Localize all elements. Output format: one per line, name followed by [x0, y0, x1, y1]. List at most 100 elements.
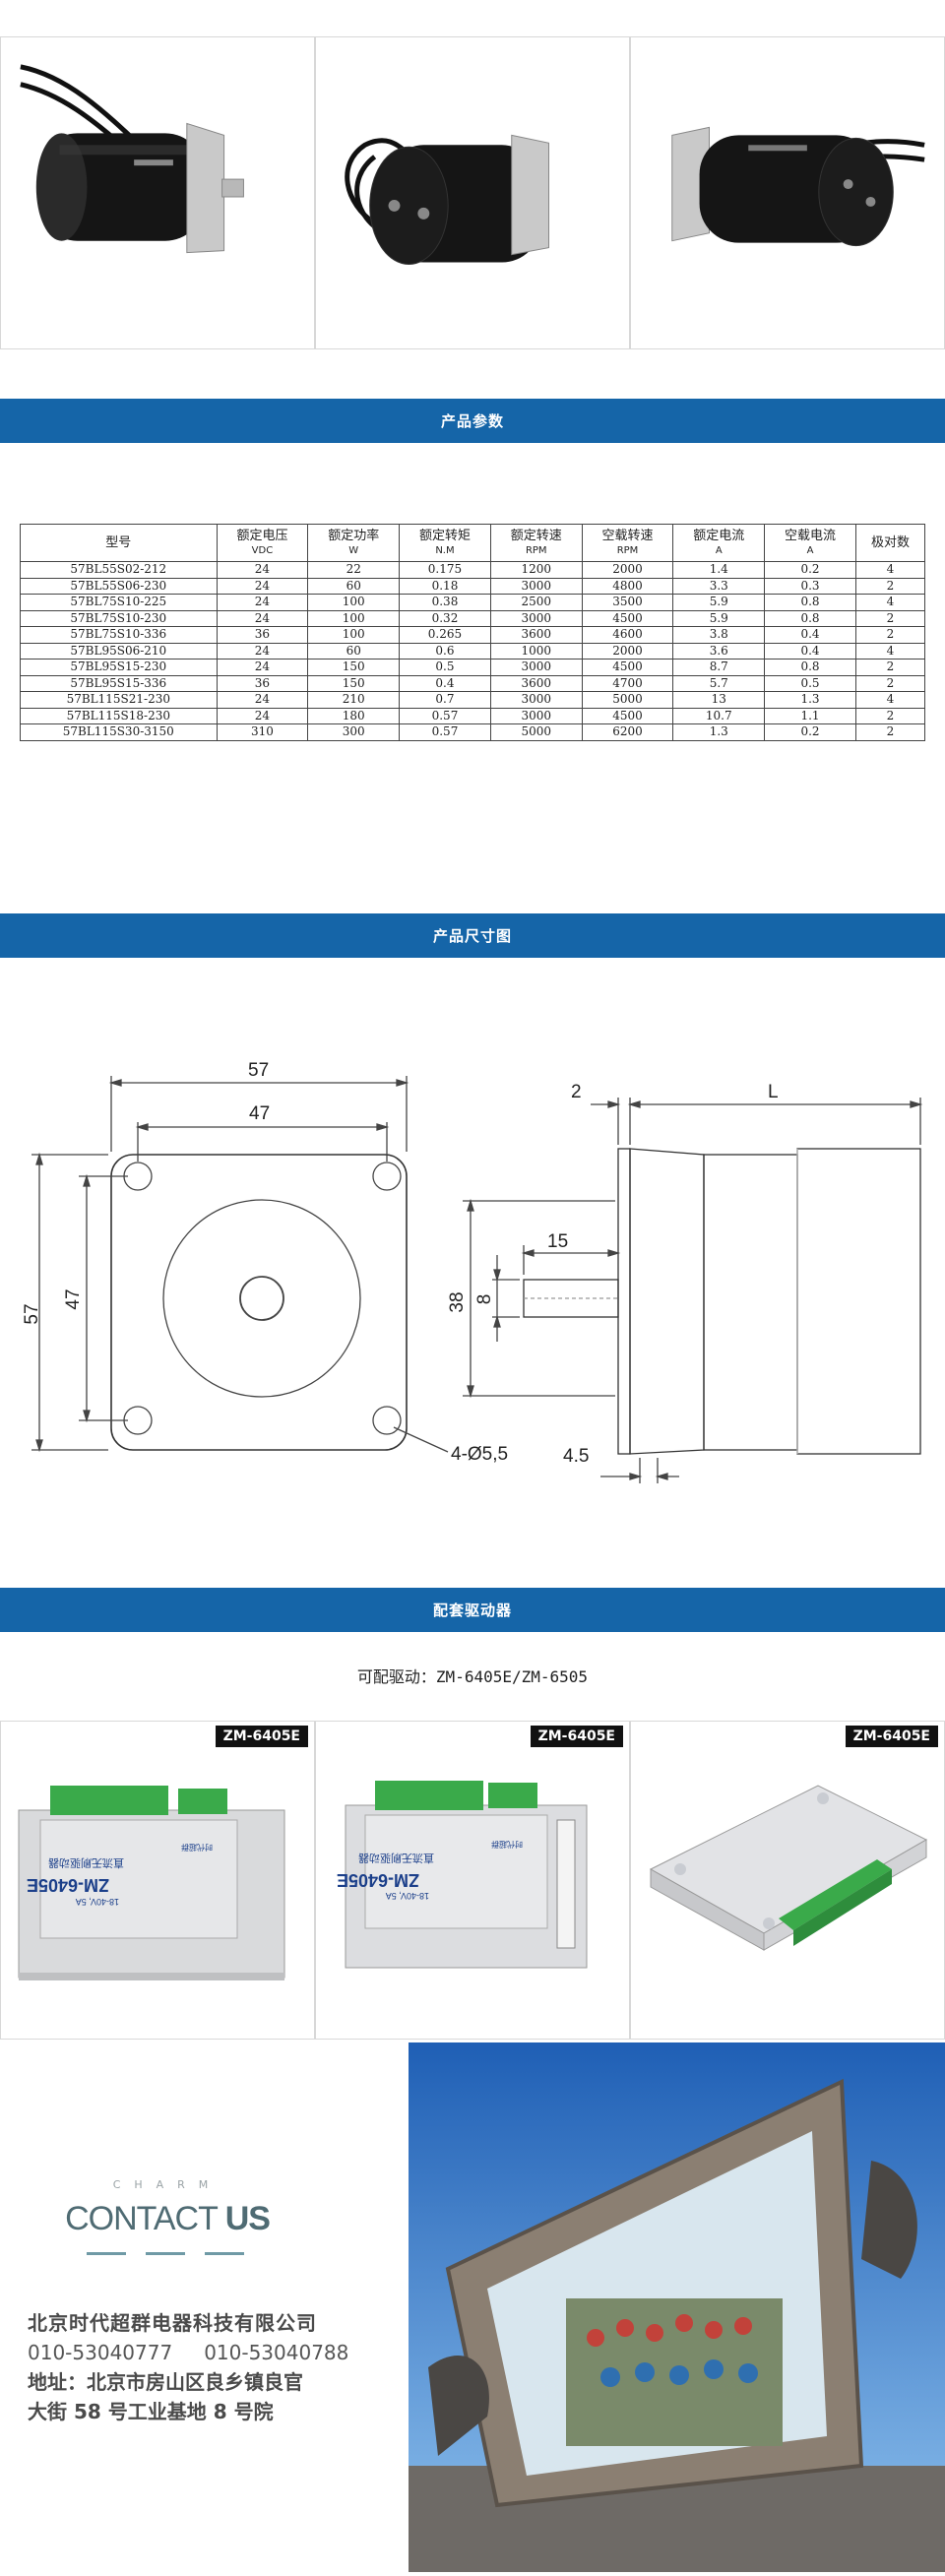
frame-photo-illustration — [409, 2042, 945, 2572]
motor-side-illustration — [671, 126, 925, 247]
table-cell: 5.9 — [672, 594, 766, 611]
table-cell: 36 — [216, 674, 309, 692]
dim-pilot-diameter: 38 — [447, 1291, 468, 1312]
driver2-model-label: ZM-6405E — [337, 1870, 419, 1890]
table-cell: 2000 — [581, 561, 674, 579]
table-cell: 0.4 — [764, 642, 856, 660]
dim-holes: 4-Ø5,5 — [451, 1444, 508, 1465]
section-title-params: 产品参数 — [440, 412, 504, 430]
motor-photo-rear — [315, 36, 630, 349]
table-cell: 0.4 — [764, 626, 856, 644]
driver-photo-1: ZM-6405E 18-40V, 5A 直流无刷驱动器 时代超群 ZM-6405… — [0, 1721, 315, 2040]
driver-angle-illustration: ZM-6405E 18-40V, 5A 直流无刷驱动器 时代超群 — [337, 1781, 588, 1969]
table-cell: 4 — [854, 561, 926, 579]
driver2-spec-label: 18-40V, 5A — [386, 1891, 429, 1901]
dim-body-length: L — [768, 1082, 779, 1102]
table-cell: 0.8 — [764, 609, 856, 627]
driver1-model-label: ZM-6405E — [27, 1875, 109, 1895]
spec-col-name: 型号 — [105, 535, 132, 550]
table-cell: 4500 — [581, 659, 674, 676]
table-cell: 2 — [854, 577, 926, 595]
driver-caption: 可配驱动：ZM-6405E/ZM-6505 — [356, 1667, 589, 1686]
spec-col-header: 极对数 — [854, 524, 926, 562]
table-cell: 0.8 — [764, 594, 856, 611]
driver1-brand-label: 时代超群 — [181, 1843, 213, 1853]
table-cell: 0.32 — [399, 609, 491, 627]
table-cell: 3600 — [489, 626, 583, 644]
table-cell: 57BL95S06-210 — [20, 642, 218, 660]
table-cell: 24 — [216, 594, 309, 611]
table-cell: 57BL115S18-230 — [20, 707, 218, 724]
address-line-2: 大街 58 号工业基地 8 号院 — [28, 2400, 274, 2423]
section-banner-params: 产品参数 — [0, 399, 945, 443]
dim-flange-thickness: 2 — [571, 1082, 582, 1102]
table-cell: 0.57 — [399, 723, 491, 741]
spec-col-name: 额定电流 — [693, 528, 745, 543]
section-banner-dimensions: 产品尺寸图 — [0, 913, 945, 958]
charm-label: CHARM — [112, 2178, 222, 2191]
spec-col-unit: VDC — [251, 544, 274, 556]
table-cell: 3.3 — [672, 577, 766, 595]
driver-photo-2: ZM-6405E 18-40V, 5A 直流无刷驱动器 时代超群 ZM-6405… — [315, 1721, 630, 2040]
motor-front-illustration — [20, 64, 244, 254]
spec-col-name: 额定转矩 — [418, 528, 471, 543]
table-cell: 4500 — [581, 707, 674, 724]
driver-top-illustration — [649, 1785, 928, 1951]
table-cell: 1200 — [489, 561, 583, 579]
side-body-rear — [796, 1148, 921, 1455]
table-cell: 24 — [216, 642, 309, 660]
table-cell: 8.7 — [672, 659, 766, 676]
driver1-spec-label: 18-40V, 5A — [76, 1897, 119, 1907]
table-cell: 5.7 — [672, 674, 766, 692]
table-cell: 2 — [854, 659, 926, 676]
table-cell: 3.8 — [672, 626, 766, 644]
table-cell: 5.9 — [672, 609, 766, 627]
phone-1[interactable]: 010-53040777 — [28, 2341, 173, 2364]
dim-shaft-diameter: 8 — [474, 1294, 495, 1305]
table-cell: 22 — [307, 561, 401, 579]
spec-col-header: 型号 — [20, 524, 218, 562]
phone-2[interactable]: 010-53040788 — [204, 2341, 349, 2364]
motor-photo-front — [0, 36, 315, 349]
table-cell: 100 — [307, 626, 401, 644]
table-cell: 2 — [854, 626, 926, 644]
table-cell: 2 — [854, 609, 926, 627]
table-cell: 100 — [307, 609, 401, 627]
table-cell: 2 — [854, 674, 926, 692]
table-cell: 3000 — [489, 609, 583, 627]
table-cell: 4500 — [581, 609, 674, 627]
table-cell: 3500 — [581, 594, 674, 611]
contact-title-light: CONTACT — [65, 2200, 218, 2237]
table-cell: 57BL75S10-336 — [20, 626, 218, 644]
driver-tag-1: ZM-6405E — [215, 1726, 308, 1747]
table-cell: 13 — [672, 691, 766, 709]
section-title-dimensions: 产品尺寸图 — [432, 927, 512, 945]
table-cell: 0.38 — [399, 594, 491, 611]
spec-col-unit: W — [348, 544, 359, 556]
table-cell: 10.7 — [672, 707, 766, 724]
table-cell: 1.1 — [764, 707, 856, 724]
table-cell: 60 — [307, 577, 401, 595]
product-photo-row — [0, 36, 945, 349]
spec-col-name: 极对数 — [870, 535, 910, 550]
table-cell: 57BL75S10-230 — [20, 609, 218, 627]
shaft-circle — [239, 1276, 284, 1321]
flange-square — [110, 1154, 408, 1451]
driver-tag-3: ZM-6405E — [845, 1726, 938, 1747]
table-cell: 3000 — [489, 691, 583, 709]
side-body-main — [703, 1154, 798, 1451]
